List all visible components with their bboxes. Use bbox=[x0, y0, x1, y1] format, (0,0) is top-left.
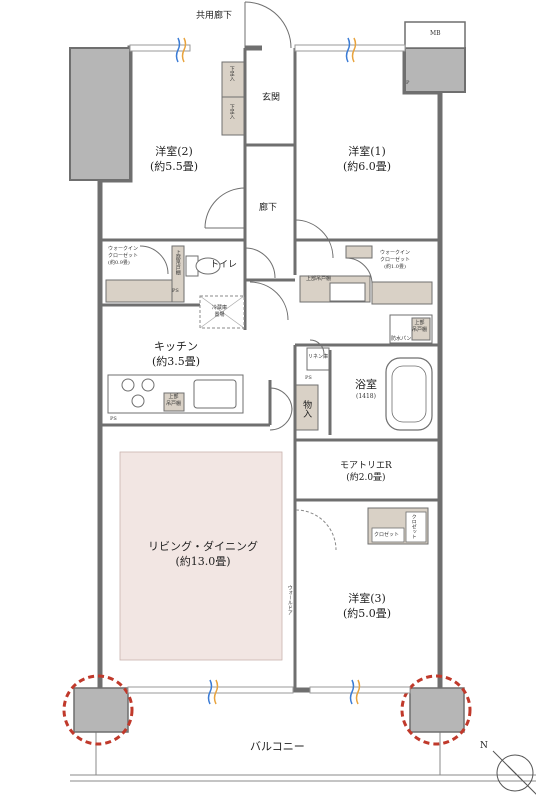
ps-label-kitchen: PS bbox=[110, 416, 117, 422]
atelier-size: (約2.0畳) bbox=[346, 473, 386, 484]
left-column-top bbox=[69, 47, 131, 181]
mb-box bbox=[404, 21, 466, 49]
living-label: リビング・ダイニング (約13.0畳) bbox=[148, 540, 258, 570]
bath-name: 浴室 bbox=[355, 378, 377, 391]
living-size: (約13.0畳) bbox=[175, 554, 231, 568]
wic-right-label: ウォークイン クローゼット (約1.0畳) bbox=[380, 250, 410, 270]
atelier-label: モアトリエR (約2.0畳) bbox=[340, 460, 392, 484]
upper-shelf-kitchen-label: 上部 吊戸棚 bbox=[166, 394, 181, 408]
room3-size: (約5.0畳) bbox=[343, 606, 392, 620]
closet-label: クロゼット bbox=[374, 532, 400, 538]
ps-label-mid: PS bbox=[305, 375, 312, 381]
storage-door bbox=[269, 387, 293, 431]
upper-shelf-left-label: 上部吊戸棚 bbox=[174, 250, 181, 275]
room3-label: 洋室(3) (約5.0畳) bbox=[343, 592, 391, 622]
compass-icon bbox=[492, 750, 536, 795]
linen-door bbox=[309, 339, 325, 355]
balcony-label: バルコニー bbox=[250, 740, 305, 753]
room2-name: 洋室(2) bbox=[155, 145, 193, 158]
living-dining-area bbox=[119, 451, 283, 661]
shoe-box-label-2: 下足入 bbox=[228, 104, 235, 119]
column-highlight-left bbox=[62, 674, 134, 746]
bath-label: 浴室 (1418) bbox=[355, 378, 377, 401]
common-corridor-label: 共用廊下 bbox=[196, 11, 233, 21]
laundry-pan-label: 防水パン bbox=[391, 336, 412, 342]
bath-size: (1418) bbox=[356, 392, 376, 400]
kitchen-name: キッチン bbox=[154, 340, 199, 353]
wic-right-l1: ウォークイン bbox=[380, 250, 411, 256]
wic-right-door bbox=[345, 257, 373, 285]
closet2-label: クロゼット bbox=[410, 514, 417, 539]
shoe-cabinet bbox=[221, 61, 245, 136]
room3-name: 洋室(3) bbox=[348, 592, 386, 605]
wall-door-swing bbox=[295, 509, 337, 551]
wic-right-l2: クローゼット bbox=[380, 256, 411, 263]
fridge-l2: 置場 bbox=[214, 311, 225, 318]
room2-size: (約5.5畳) bbox=[150, 159, 199, 173]
hallway-label: 廊下 bbox=[259, 203, 278, 213]
shoe-box-label-1: 下足入 bbox=[228, 66, 235, 81]
wic-left-l1: ウォークイン bbox=[108, 246, 139, 252]
toilet-door bbox=[244, 247, 276, 279]
entrance-label: 玄関 bbox=[262, 93, 281, 103]
upper-shelf-right-l2: 吊戸棚 bbox=[412, 326, 428, 333]
entrance-door bbox=[244, 1, 292, 49]
mb-label: MB bbox=[430, 30, 441, 37]
column-highlight-right bbox=[400, 674, 472, 746]
wall-door-label: ウォールドア bbox=[286, 585, 293, 615]
upper-shelf-right-l1: 上部 bbox=[414, 320, 425, 326]
linen-label: リネン庫 bbox=[308, 354, 329, 360]
ps-label-left: PS bbox=[172, 288, 179, 294]
toilet-fixture bbox=[185, 255, 221, 277]
wic-left-shelves bbox=[105, 245, 185, 303]
kitchen-label: キッチン (約3.5畳) bbox=[152, 340, 200, 370]
kitchen-counter bbox=[107, 374, 244, 414]
wic-left-l2: クローゼット bbox=[108, 252, 139, 259]
fridge-l1: 冷蔵庫 bbox=[212, 305, 228, 311]
windows-bottom bbox=[127, 686, 411, 694]
wic-left-size: (約0.9畳) bbox=[108, 259, 130, 266]
hallway-door bbox=[249, 281, 289, 321]
living-name: リビング・ダイニング bbox=[148, 540, 258, 553]
upper-cabinet-mid-door bbox=[329, 282, 366, 302]
laundry-upper bbox=[411, 317, 431, 341]
wic-left-label: ウォークイン クローゼット (約0.9畳) bbox=[108, 246, 138, 266]
room1-label: 洋室(1) (約6.0畳) bbox=[343, 145, 391, 175]
wic-right-size: (約1.0畳) bbox=[384, 263, 406, 270]
balcony-railing bbox=[70, 690, 536, 782]
room2-door bbox=[204, 187, 246, 229]
bathtub bbox=[385, 357, 433, 431]
upper-shelf-right-label: 上部 吊戸棚 bbox=[412, 320, 427, 334]
right-column-top bbox=[404, 47, 466, 93]
storage-label: 物入 bbox=[301, 400, 312, 418]
left-column-bottom bbox=[73, 687, 129, 733]
storage-unit bbox=[295, 384, 319, 431]
stove-burners bbox=[121, 378, 155, 408]
toilet-label: トイレ bbox=[210, 260, 238, 270]
windows-top bbox=[129, 44, 406, 52]
room1-name: 洋室(1) bbox=[348, 145, 386, 158]
upper-shelf-kitchen-l2: 吊戸棚 bbox=[166, 400, 182, 407]
upper-shelf-kitchen-l1: 上部 bbox=[168, 394, 179, 400]
p-mark-label: P bbox=[406, 80, 410, 86]
room2-label: 洋室(2) (約5.5畳) bbox=[150, 145, 198, 175]
room1-door bbox=[294, 219, 334, 259]
room1-size: (約6.0畳) bbox=[343, 159, 392, 173]
north-label: N bbox=[480, 741, 488, 751]
right-column-bottom bbox=[409, 687, 465, 733]
ventilation-marks bbox=[175, 37, 361, 705]
atelier-name: モアトリエR bbox=[340, 461, 392, 471]
kitchen-size: (約3.5畳) bbox=[152, 354, 201, 368]
upper-shelf-mid-label: 上部吊戸棚 bbox=[306, 276, 332, 282]
interior-walls bbox=[100, 48, 440, 690]
wic-left-door bbox=[139, 245, 169, 275]
wic-right-shelves bbox=[345, 245, 433, 305]
fridge-label: 冷蔵庫 置場 bbox=[212, 305, 227, 319]
